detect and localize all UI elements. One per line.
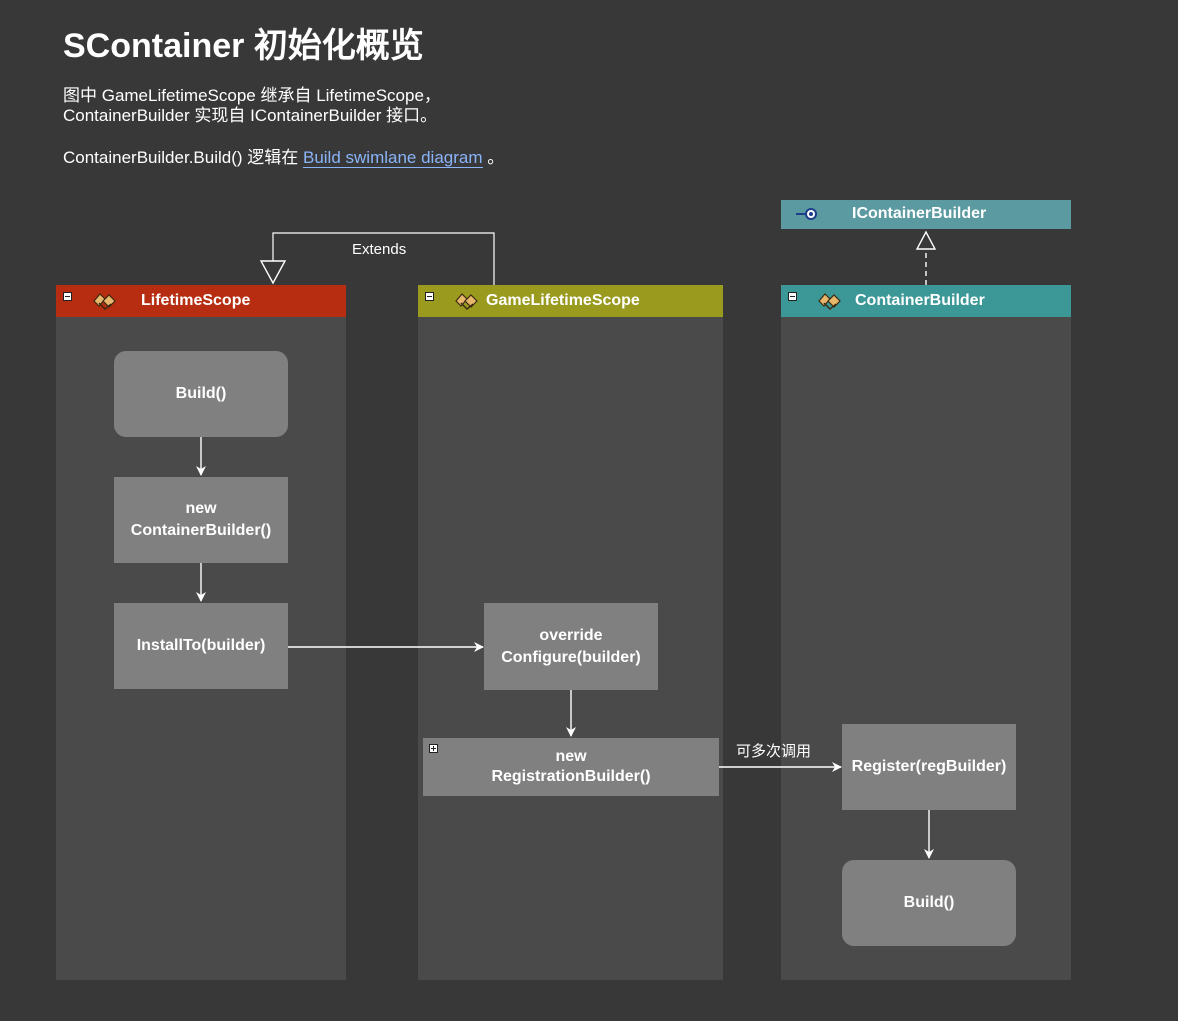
lane-header-container-builder: ContainerBuilder — [781, 285, 1071, 317]
implements-arrowhead — [915, 230, 937, 250]
node-label: Build() — [175, 385, 227, 402]
extends-arrowhead — [259, 260, 287, 285]
lane-header-game-lifetime-scope: GameLifetimeScope — [418, 285, 723, 317]
node-label: InstallTo(builder) — [136, 637, 266, 654]
intro-line-3-prefix: ContainerBuilder.Build() 逻辑在 — [63, 148, 303, 167]
intro-line-3-suffix: 。 — [482, 148, 505, 167]
lane-title-lifetime-scope: LifetimeScope — [141, 292, 251, 309]
node-container-build[interactable]: Build() — [842, 860, 1016, 946]
node-label-line-2: RegistrationBuilder() — [491, 768, 651, 785]
extends-edge — [272, 232, 495, 285]
node-label-line-1: new — [185, 500, 217, 517]
node-label-line-2: ContainerBuilder() — [130, 522, 272, 539]
intro-line-1: 图中 GameLifetimeScope 继承自 LifetimeScope， — [63, 86, 441, 105]
interface-title: IContainerBuilder — [852, 205, 987, 222]
expand-icon[interactable] — [429, 744, 438, 753]
node-label-line-1: new — [555, 748, 587, 765]
node-label: Register(regBuilder) — [851, 758, 1007, 775]
node-install-to[interactable]: InstallTo(builder) — [114, 603, 288, 689]
lane-header-lifetime-scope: LifetimeScope — [56, 285, 346, 317]
collapse-icon[interactable] — [63, 292, 72, 301]
page-title: SContainer 初始化概览 — [63, 27, 424, 65]
class-icon — [818, 293, 841, 310]
lane-title-container-builder: ContainerBuilder — [855, 292, 985, 309]
node-register[interactable]: Register(regBuilder) — [842, 724, 1016, 810]
interface-icon — [796, 208, 817, 220]
build-swimlane-link[interactable]: Build swimlane diagram — [302, 148, 483, 168]
node-override-configure[interactable]: override Configure(builder) — [484, 603, 658, 690]
node-new-container-builder[interactable]: new ContainerBuilder() — [114, 477, 288, 563]
lane-title-game-lifetime-scope: GameLifetimeScope — [486, 292, 640, 309]
class-icon — [93, 293, 116, 310]
collapse-icon[interactable] — [788, 292, 797, 301]
node-new-registration-builder[interactable]: new RegistrationBuilder() — [423, 738, 719, 796]
node-label-line-1: override — [539, 626, 603, 644]
intro-line-2: ContainerBuilder 实现自 IContainerBuilder 接… — [63, 106, 438, 125]
intro-line-3: ContainerBuilder.Build() 逻辑在 Build swiml… — [63, 148, 504, 168]
node-lifetime-build[interactable]: Build() — [114, 351, 288, 437]
collapse-icon[interactable] — [425, 292, 434, 301]
multiple-calls-label: 可多次调用 — [736, 743, 812, 760]
node-label: Build() — [903, 894, 955, 911]
icontainer-builder-interface: IContainerBuilder — [781, 200, 1071, 229]
class-icon — [455, 293, 478, 310]
extends-label: Extends — [352, 241, 407, 258]
node-label-line-2: Configure(builder) — [501, 648, 641, 666]
